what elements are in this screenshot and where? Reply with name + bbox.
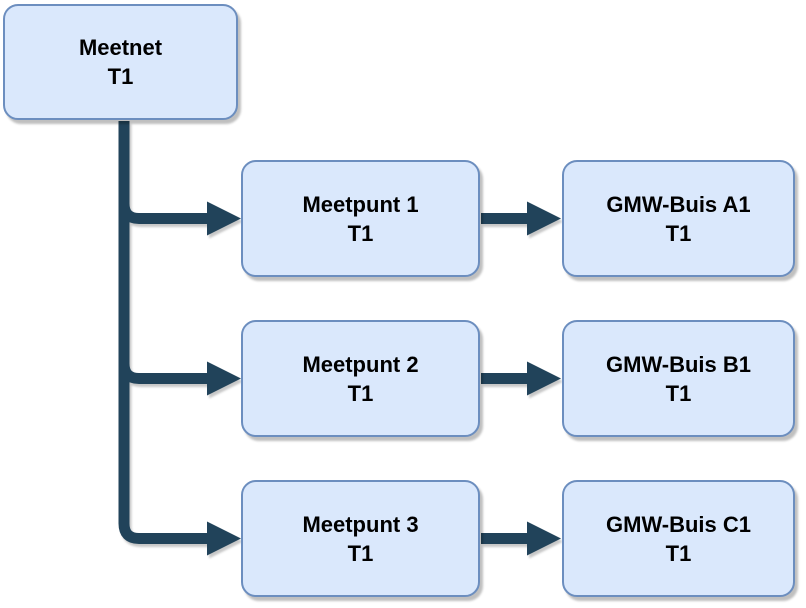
node-meetnet: Meetnet T1 [3,4,238,120]
arrowhead-icon [527,521,561,556]
arrowhead-icon [207,201,241,236]
node-version: T1 [347,540,374,566]
node-gmw-buis-a1: GMW-Buis A1 T1 [562,160,795,277]
node-meetpunt-1: Meetpunt 1 T1 [241,160,480,277]
node-version: T1 [347,380,374,406]
node-version: T1 [347,220,374,246]
node-title: GMW-Buis B1 [606,351,751,377]
node-title: Meetpunt 2 [302,351,419,377]
node-version: T1 [665,540,692,566]
arrowhead-icon [527,201,561,236]
node-title: Meetpunt 1 [302,191,419,217]
node-title: GMW-Buis C1 [606,511,751,537]
arrowhead-icon [207,361,241,396]
arrowhead-icon [527,361,561,396]
node-title: GMW-Buis A1 [606,191,751,217]
node-version: T1 [107,64,134,89]
node-title: Meetpunt 3 [302,511,419,537]
node-meetpunt-2: Meetpunt 2 T1 [241,320,480,437]
node-version: T1 [665,380,692,406]
node-gmw-buis-b1: GMW-Buis B1 T1 [562,320,795,437]
node-title: Meetnet [78,35,163,60]
connector-root-to-meetpunt-1 [118,121,208,224]
node-meetpunt-3: Meetpunt 3 T1 [241,480,480,597]
connector-root-to-meetpunt-3 [118,121,208,544]
arrowhead-icon [207,521,241,556]
node-gmw-buis-c1: GMW-Buis C1 T1 [562,480,795,597]
connector-root-to-meetpunt-2 [118,121,208,384]
node-version: T1 [665,220,692,246]
